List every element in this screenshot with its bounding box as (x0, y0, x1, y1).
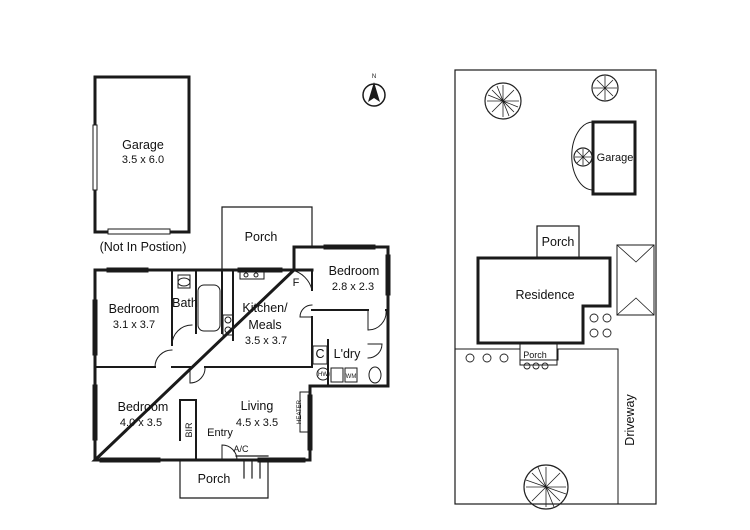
laundry-fixtures (316, 366, 382, 384)
kitchen-fixtures (222, 270, 328, 365)
site-garage (591, 120, 637, 196)
bedroom-nw-dims: 3.1 x 3.7 (113, 319, 155, 331)
north-arrow-icon: N (362, 74, 386, 107)
ac-label: A/C (233, 444, 249, 454)
heater-label: HEATER (297, 399, 303, 424)
living-dims: 4.5 x 3.5 (236, 417, 278, 429)
shrub-icons (465, 313, 612, 370)
floor-plan (91, 75, 391, 499)
garage-dims: 3.5 x 6.0 (122, 154, 164, 166)
porch-front (179, 455, 269, 499)
bedroom-ne-label: Bedroom (329, 264, 380, 278)
kitchen-label-line1: Kitchen/ (242, 301, 288, 315)
porch-back-outline (221, 206, 313, 271)
site-plan-labels: Garage Porch Residence Porch Driveway (515, 152, 637, 446)
wm-label: WM (346, 374, 357, 380)
entry-label: Entry (207, 427, 233, 439)
heater-unit (299, 391, 311, 433)
garage-label: Garage (122, 138, 164, 152)
bedroom-sw-dims: 4.0 x 3.5 (120, 417, 162, 429)
site-residence (476, 256, 612, 345)
windows (92, 244, 391, 463)
site-plan (454, 69, 657, 505)
bath-fixtures (177, 274, 221, 332)
bir-label: BIR (184, 422, 194, 438)
bedroom-ne-dims: 2.8 x 2.3 (332, 281, 374, 293)
kitchen-dims: 3.5 x 3.7 (245, 335, 287, 347)
tree-icon (484, 82, 522, 120)
house-outer-walls (91, 245, 390, 462)
bath-label: Bath (172, 296, 198, 310)
tree-icon (573, 147, 593, 167)
fridge-label: F (293, 277, 300, 289)
cupboard-label: C (315, 347, 324, 361)
site-porch-bottom-label: Porch (523, 350, 547, 360)
driveway-outline (455, 348, 619, 504)
tree-icon (523, 464, 569, 510)
living-label: Living (241, 399, 274, 413)
site-residence-label: Residence (515, 288, 574, 302)
floor-plan-labels: Garage 3.5 x 6.0 (Not In Postion) Porch … (100, 138, 380, 486)
hw-label: HW (318, 372, 328, 378)
north-label: N (372, 74, 376, 80)
bedroom-sw-label: Bedroom (118, 400, 169, 414)
site-porch-top-label: Porch (542, 235, 575, 249)
garage-note: (Not In Postion) (100, 240, 187, 254)
porch-front-label: Porch (198, 472, 231, 486)
tree-icon (591, 74, 619, 102)
tree-icons (484, 74, 619, 510)
door-swings (154, 269, 387, 461)
site-pergola (616, 244, 655, 316)
garage-floor (92, 75, 191, 235)
interior-walls (94, 269, 389, 461)
porch-back-label: Porch (245, 230, 278, 244)
laundry-label: L'dry (334, 347, 361, 361)
site-garage-label: Garage (597, 152, 634, 164)
garage-apron (571, 121, 594, 191)
bedroom-nw-label: Bedroom (109, 302, 160, 316)
site-boundary (454, 69, 657, 505)
driveway-label: Driveway (623, 394, 637, 446)
kitchen-label-line2: Meals (248, 318, 281, 332)
